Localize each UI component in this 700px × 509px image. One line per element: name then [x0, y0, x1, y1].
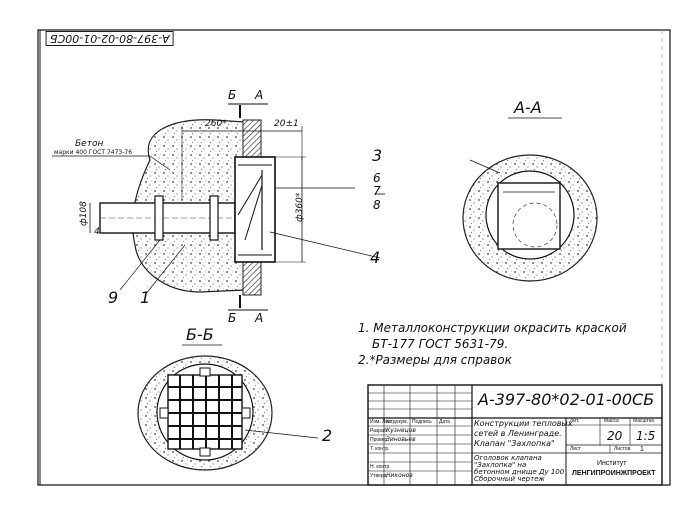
callout-8: 8 [373, 198, 381, 212]
sheet-code-rotated: А-397-80-02-01-00СБ [46, 31, 174, 46]
dim-360: ф360* [295, 192, 305, 222]
flange-right [209, 195, 219, 241]
doc-title-3: Клапан "Захлопка" [474, 439, 555, 448]
main-section-view [52, 103, 385, 311]
part-title-2: "Захлопка" на [474, 461, 527, 469]
note-2: 2.*Размеры для справок [358, 353, 512, 367]
sheets-label: Листов [614, 446, 631, 452]
row-ncontrol-role: Н. контр. [370, 464, 391, 470]
view-aa-title: А-А [514, 98, 542, 117]
section-b-top: Б [228, 88, 237, 102]
title-code: А-397-80*02-01-00СБ [478, 390, 655, 409]
sheets-value: 1 [640, 446, 644, 453]
dim-4: 4 [94, 227, 100, 237]
aa-box [497, 182, 561, 250]
callout-4: 4 [370, 248, 381, 267]
scale-value: 1:5 [636, 429, 656, 443]
dim-108: ф108 [79, 201, 89, 226]
note-1b: БТ-177 ГОСТ 5631-79. [372, 337, 509, 351]
callout-9: 9 [108, 288, 119, 307]
note-1: 1. Металлоконструкции окрасить краской [358, 321, 627, 335]
section-b-bottom: Б [228, 311, 237, 325]
part-title-1: Оголовок клапана [474, 454, 542, 462]
row-checker-name: Зиновьев [386, 436, 416, 443]
row-developer-role: Разраб. [370, 428, 389, 434]
callout-3: 3 [372, 146, 383, 165]
dim-20: 20±1 [274, 119, 299, 129]
callout-1: 1 [140, 288, 151, 307]
row-approver-role: Утверд. [370, 473, 388, 479]
row-header-name: № докум. [386, 419, 408, 425]
row-header-date: Дата [439, 419, 451, 425]
part-title-3: бетонном днище Ду 100 [474, 468, 565, 476]
view-aa [462, 117, 598, 282]
view-bb-title: Б-Б [186, 325, 214, 344]
row-header-role: Изм. Лист [370, 419, 393, 425]
callout-6: 6 [373, 171, 381, 185]
concrete-label: Бетон [75, 139, 104, 149]
frame-outer [37, 29, 671, 486]
org-line-1: Институт [597, 460, 627, 467]
flange-left [154, 195, 164, 241]
section-a-bottom: А [255, 311, 264, 325]
view-bb [137, 344, 319, 471]
row-header-sign: Подпись [412, 419, 432, 425]
title-block [367, 384, 663, 486]
doc-title-2: сетей в Ленинграде. [474, 429, 562, 438]
dim-260: 260* [205, 119, 227, 129]
col-scale: Масштаб [633, 418, 655, 424]
row-developer-name: Кузнецов [386, 427, 416, 434]
callout-7: 7 [373, 184, 381, 198]
callout-2: 2 [322, 426, 333, 445]
row-approver-name: Никонов [386, 472, 413, 479]
section-a-top: А [255, 88, 264, 102]
col-lit: Лит. [570, 418, 580, 424]
mass-value: 20 [607, 429, 623, 443]
row-tcontrol-role: Т. контр. [370, 446, 390, 452]
col-mass: Масса [604, 418, 619, 424]
row-checker-role: Провер. [370, 437, 389, 443]
sheet-label: Лист [570, 446, 581, 452]
org-line-2: ЛЕНГИПРОИНЖПРОЕКТ [572, 470, 656, 477]
part-title-4: Сборочный чертеж [474, 475, 545, 483]
doc-title-1: Конструкции тепловых [474, 419, 573, 428]
concrete-spec: марки 400 ГОСТ 7473-76 [54, 149, 133, 156]
